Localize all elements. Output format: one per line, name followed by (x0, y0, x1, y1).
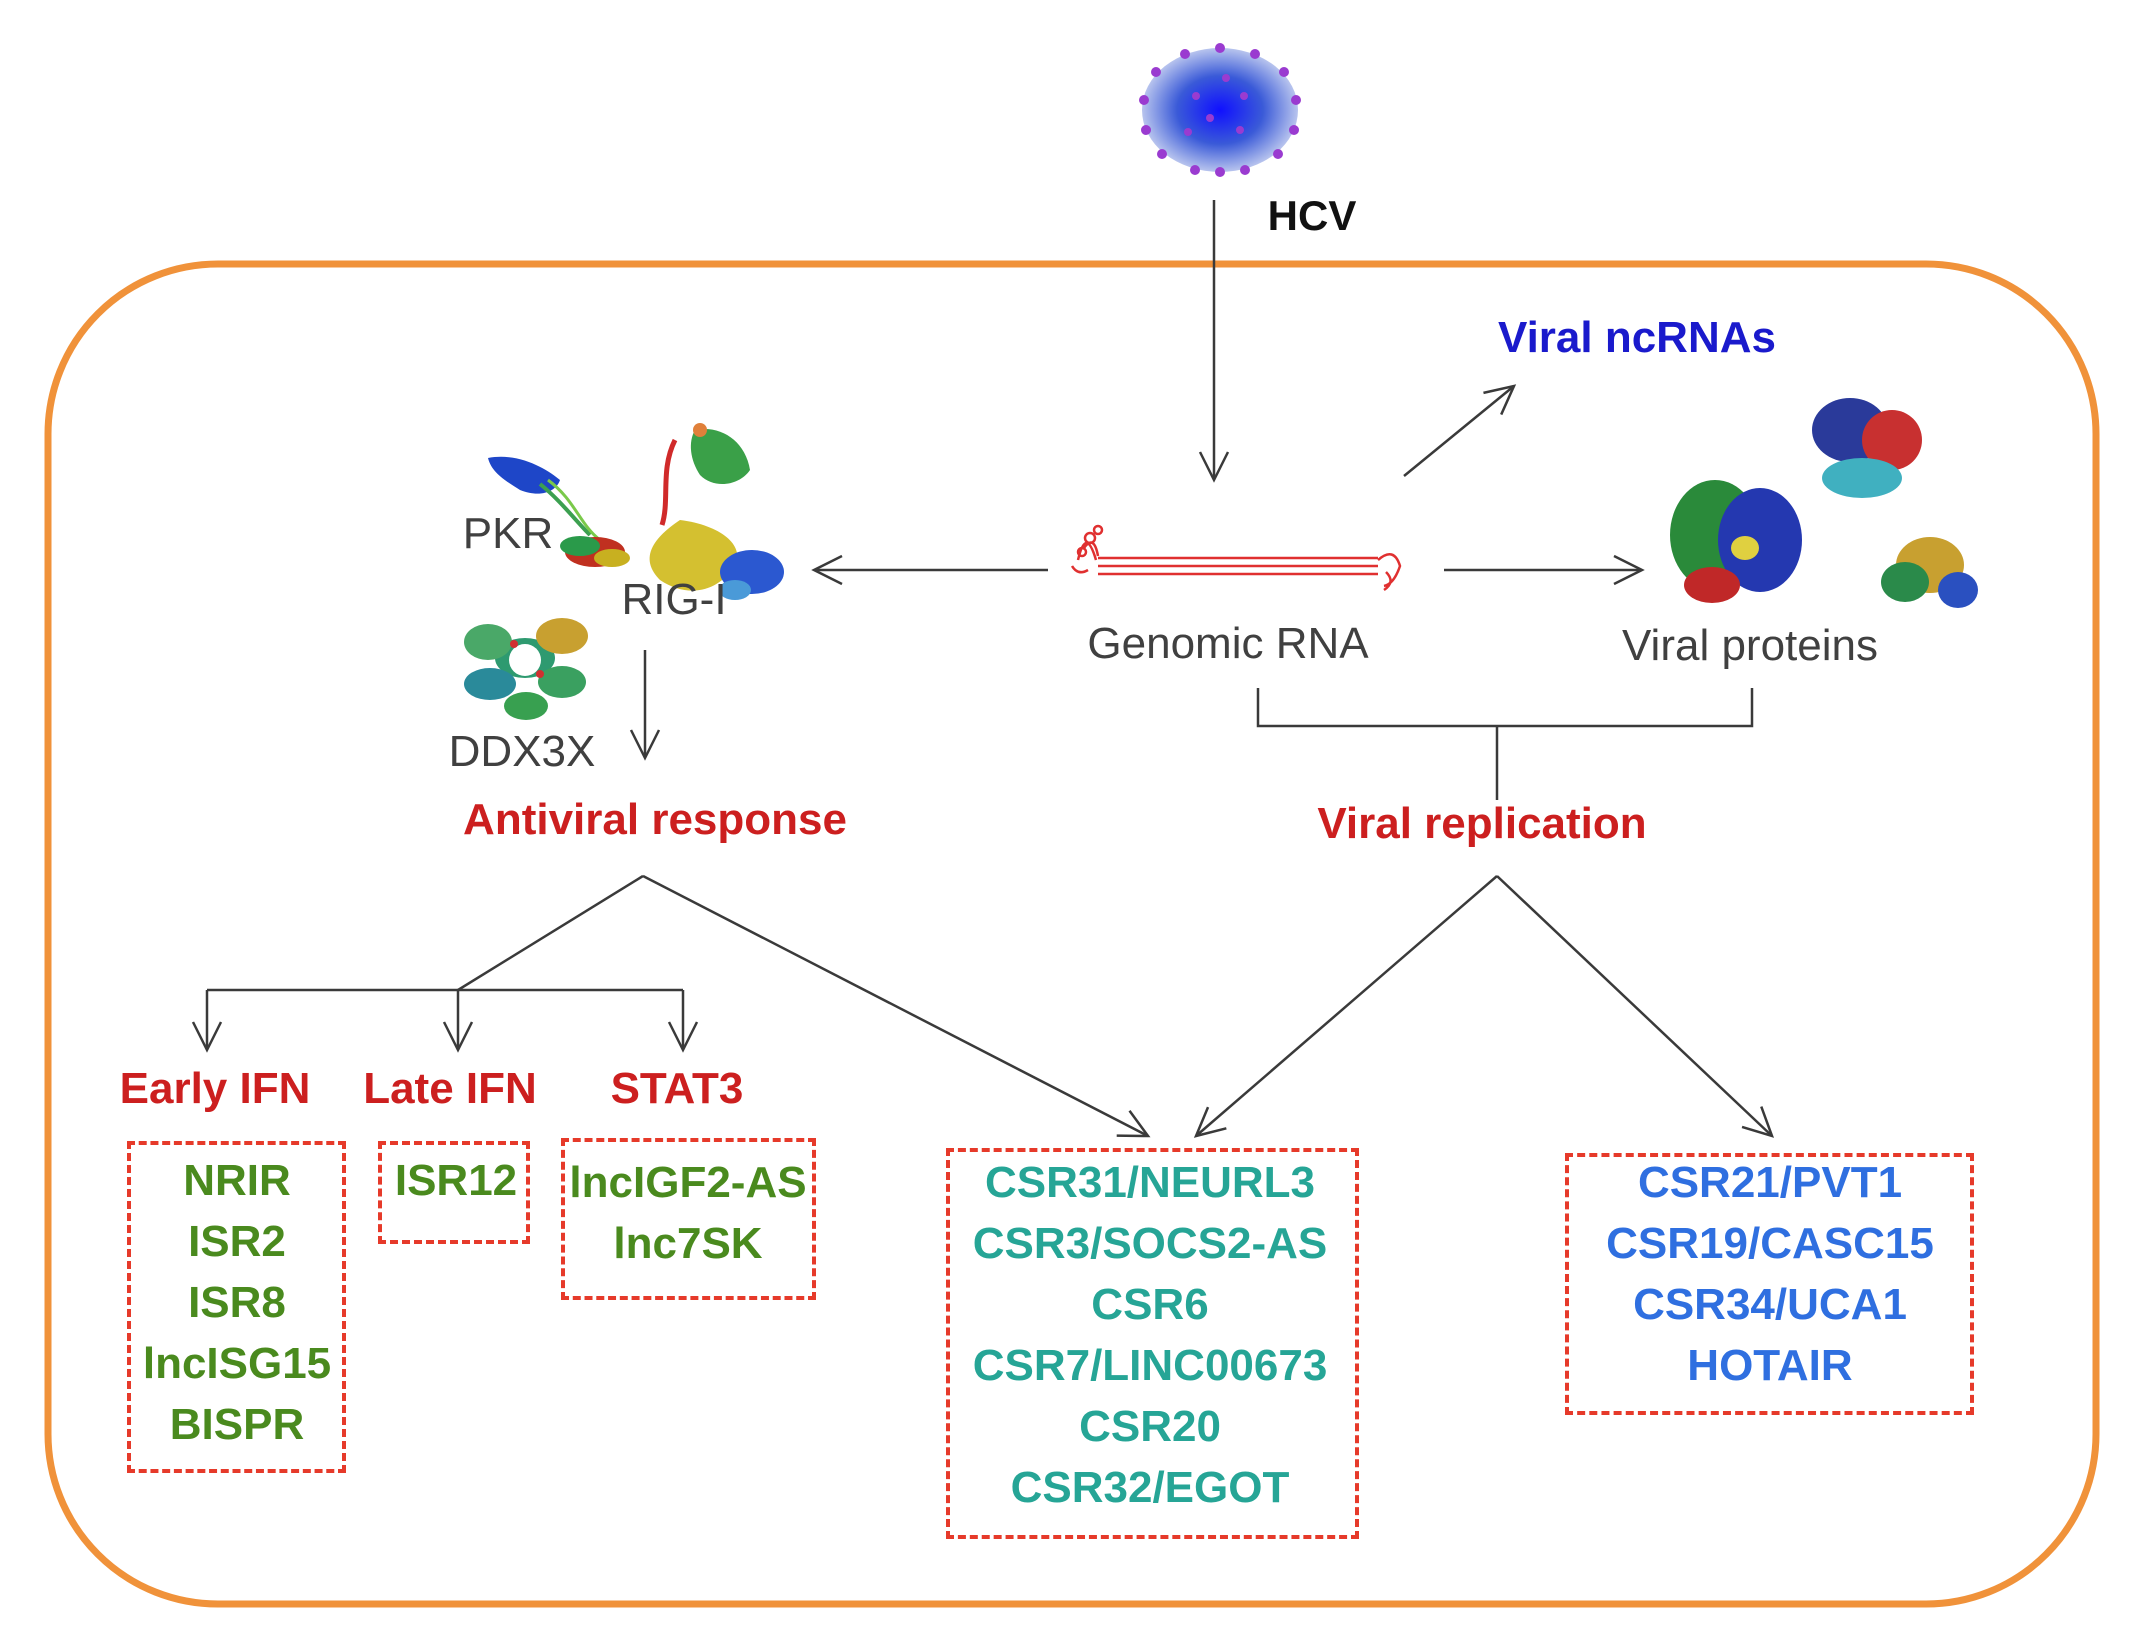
shared-ncrna-box (946, 1148, 1359, 1539)
early-ifn-box (127, 1141, 346, 1473)
replication-bracket (1256, 688, 1754, 728)
hcv-virion-icon (1139, 43, 1301, 177)
list-item: ISR8 (188, 1278, 286, 1327)
late-ifn-box (378, 1141, 530, 1244)
replication-ncrna-box (1565, 1153, 1974, 1415)
late-ifn-list: ISR12 (395, 1150, 517, 1211)
pkr-label: PKR (462, 509, 554, 558)
list-item: CSR21/PVT1 (1637, 1158, 1903, 1207)
late-ifn-label: Late IFN (363, 1064, 537, 1113)
antiviral-response-label: Antiviral response (463, 795, 847, 844)
arrow-replication-to-list (1496, 875, 1775, 1138)
list-item: CSR20 (1079, 1402, 1221, 1451)
list-item: lnc7SK (613, 1219, 763, 1268)
genomic-rna-label: Genomic RNA (1087, 619, 1369, 668)
list-item: lncIGF2-AS (569, 1158, 807, 1207)
arrow-antiviral-to-shared (642, 874, 1151, 1138)
viral-replication-label: Viral replication (1317, 799, 1647, 848)
hcv-label: HCV (1267, 192, 1357, 239)
early-ifn-label: Early IFN (119, 1064, 311, 1113)
list-item: CSR6 (1091, 1280, 1209, 1329)
arrow-replication-to-shared (1193, 875, 1498, 1138)
rig-i-protein-icon (649, 423, 784, 600)
viral-ncrnas-label: Viral ncRNAs (1498, 313, 1776, 362)
viral-proteins-icon (1670, 398, 1978, 608)
genomic-rna-icon (1070, 524, 1402, 592)
stat3-list: lncIGF2-AS lnc7SK (569, 1152, 806, 1274)
early-ifn-list: NRIR ISR2 ISR8 lncISG15 BISPR (143, 1150, 331, 1455)
ddx3x-label: DDX3X (448, 727, 596, 776)
list-item: CSR19/CASC15 (1606, 1219, 1934, 1268)
list-item: BISPR (169, 1400, 305, 1449)
antiviral-branch-stem (457, 874, 644, 992)
viral-proteins-label: Viral proteins (1622, 621, 1878, 670)
ddx3x-protein-icon (464, 618, 588, 720)
list-item: ISR2 (188, 1217, 286, 1266)
list-item: CSR3/SOCS2-AS (972, 1219, 1328, 1268)
stat3-label: STAT3 (610, 1064, 744, 1113)
list-item: lncISG15 (142, 1339, 332, 1388)
list-item: NRIR (183, 1156, 291, 1205)
list-item: ISR12 (394, 1156, 518, 1205)
replication-ncrna-list: CSR21/PVT1 CSR19/CASC15 CSR34/UCA1 HOTAI… (1606, 1152, 1934, 1396)
list-item: CSR7/LINC00673 (972, 1341, 1328, 1390)
pkr-protein-icon (488, 456, 630, 567)
cell-membrane (44, 260, 2100, 1608)
rig-i-label: RIG-I (621, 575, 727, 624)
list-item: CSR32/EGOT (1010, 1463, 1290, 1512)
list-item: CSR31/NEURL3 (984, 1158, 1316, 1207)
list-item: HOTAIR (1687, 1341, 1853, 1390)
list-item: CSR34/UCA1 (1633, 1280, 1907, 1329)
shared-ncrna-list: CSR31/NEURL3 CSR3/SOCS2-AS CSR6 CSR7/LIN… (973, 1152, 1328, 1518)
stat3-box (561, 1138, 816, 1300)
arrow-to-viral-ncrnas (1403, 384, 1517, 477)
